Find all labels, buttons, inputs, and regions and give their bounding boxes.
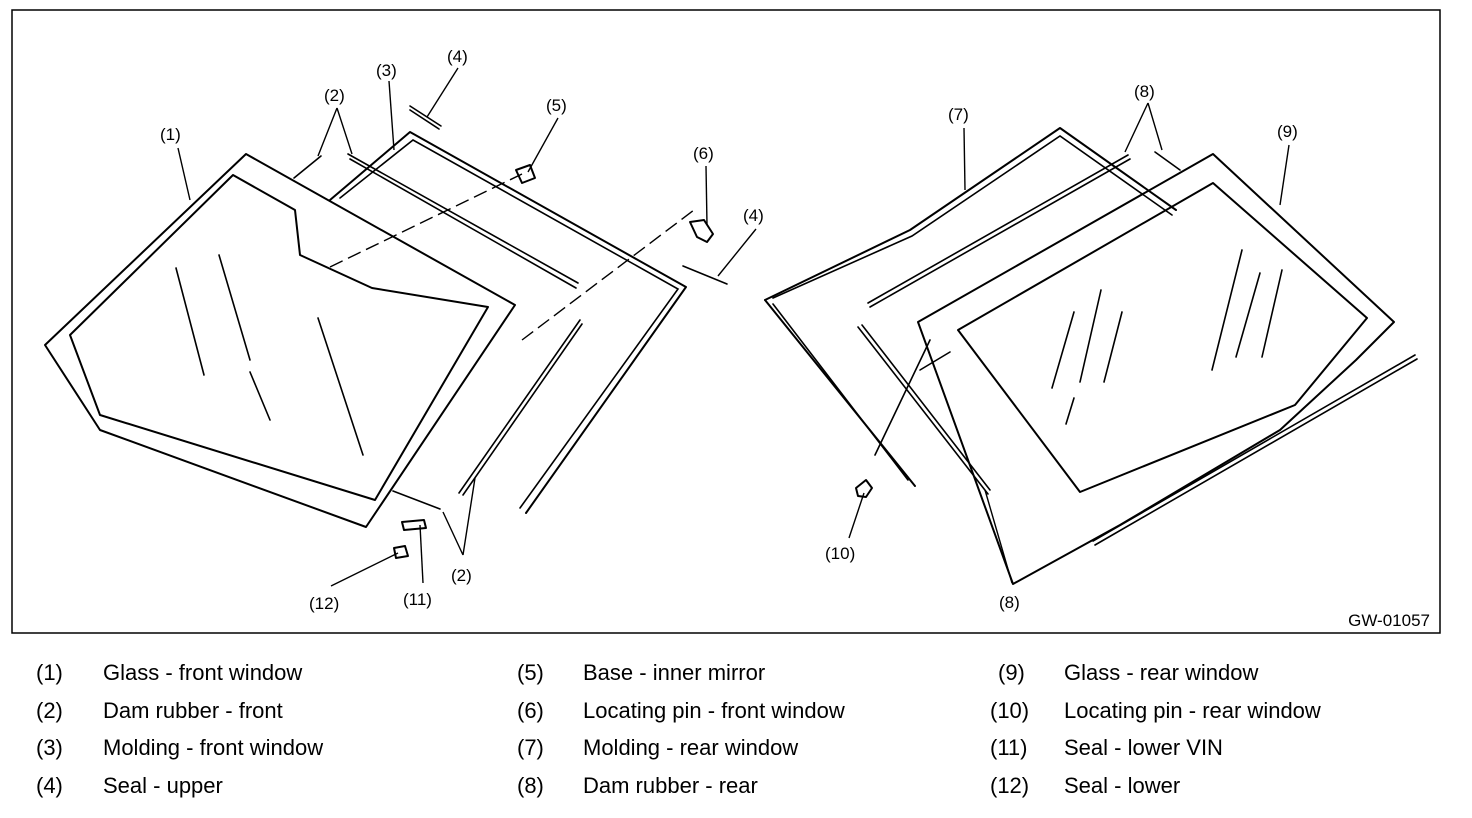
callout-10: (10) bbox=[825, 544, 855, 563]
legend-number: (12) bbox=[990, 773, 1030, 798]
figure-frame bbox=[11, 9, 1441, 634]
figure-id: GW-01057 bbox=[1348, 611, 1430, 630]
projection-lines-front bbox=[329, 173, 695, 341]
callout-3: (3) bbox=[376, 61, 397, 80]
leader-lines bbox=[177, 67, 1290, 587]
mirror-base bbox=[515, 164, 536, 184]
legend-number: (8) bbox=[517, 773, 544, 798]
callout-2-upper: (2) bbox=[324, 86, 345, 105]
legend-number: (9) bbox=[998, 660, 1025, 685]
callout-4-upper: (4) bbox=[447, 47, 468, 66]
legend-number: (11) bbox=[990, 735, 1028, 760]
locating-pin-rear bbox=[855, 479, 873, 498]
legend-label: Base - inner mirror bbox=[583, 660, 766, 685]
legend-label: Molding - rear window bbox=[583, 735, 799, 760]
legend-label: Molding - front window bbox=[103, 735, 324, 760]
callout-1: (1) bbox=[160, 125, 181, 144]
glass-front-window bbox=[44, 153, 516, 528]
legend-label: Seal - lower VIN bbox=[1064, 735, 1223, 760]
seal-upper-b bbox=[682, 265, 728, 285]
legend-number: (4) bbox=[36, 773, 63, 798]
callout-4-right: (4) bbox=[743, 206, 764, 225]
callout-9: (9) bbox=[1277, 122, 1298, 141]
seal-upper-a bbox=[409, 105, 442, 130]
legend-label: Locating pin - rear window bbox=[1064, 698, 1321, 723]
legend-number: (10) bbox=[990, 698, 1030, 723]
molding-rear-window bbox=[764, 127, 1177, 487]
locating-pin-front bbox=[689, 219, 714, 243]
legend-number: (6) bbox=[517, 698, 544, 723]
molding-front-window bbox=[329, 131, 687, 514]
dam-rubber-front-upper bbox=[293, 153, 579, 289]
legend-label: Glass - rear window bbox=[1064, 660, 1259, 685]
callout-12: (12) bbox=[309, 594, 339, 613]
seal-lower bbox=[393, 545, 409, 559]
callout-8-upper: (8) bbox=[1134, 82, 1155, 101]
callout-6: (6) bbox=[693, 144, 714, 163]
legend-number: (7) bbox=[517, 735, 544, 760]
dam-rubber-rear bbox=[857, 151, 1418, 546]
projection-lines-rear bbox=[874, 339, 951, 456]
callout-5: (5) bbox=[546, 96, 567, 115]
legend-label: Dam rubber - front bbox=[103, 698, 283, 723]
legend-label: Locating pin - front window bbox=[583, 698, 845, 723]
exploded-parts-diagram: (1) (2) (3) (4) (5) (6) (4) (2) (11) (12… bbox=[11, 9, 1441, 634]
legend-label: Glass - front window bbox=[103, 660, 303, 685]
legend-label: Seal - upper bbox=[103, 773, 223, 798]
callout-2-lower: (2) bbox=[451, 566, 472, 585]
seal-lower-vin bbox=[401, 519, 427, 531]
legend-number: (1) bbox=[36, 660, 63, 685]
callout-11: (11) bbox=[403, 590, 432, 609]
legend-number: (2) bbox=[36, 698, 63, 723]
legend-label: Seal - lower bbox=[1064, 773, 1181, 798]
glass-rear-window bbox=[917, 153, 1395, 585]
callout-8-lower: (8) bbox=[999, 593, 1020, 612]
legend-number: (3) bbox=[36, 735, 63, 760]
legend-number: (5) bbox=[517, 660, 544, 685]
legend-label: Dam rubber - rear bbox=[583, 773, 758, 798]
dam-rubber-front-lower bbox=[392, 319, 583, 510]
callout-7: (7) bbox=[948, 105, 969, 124]
